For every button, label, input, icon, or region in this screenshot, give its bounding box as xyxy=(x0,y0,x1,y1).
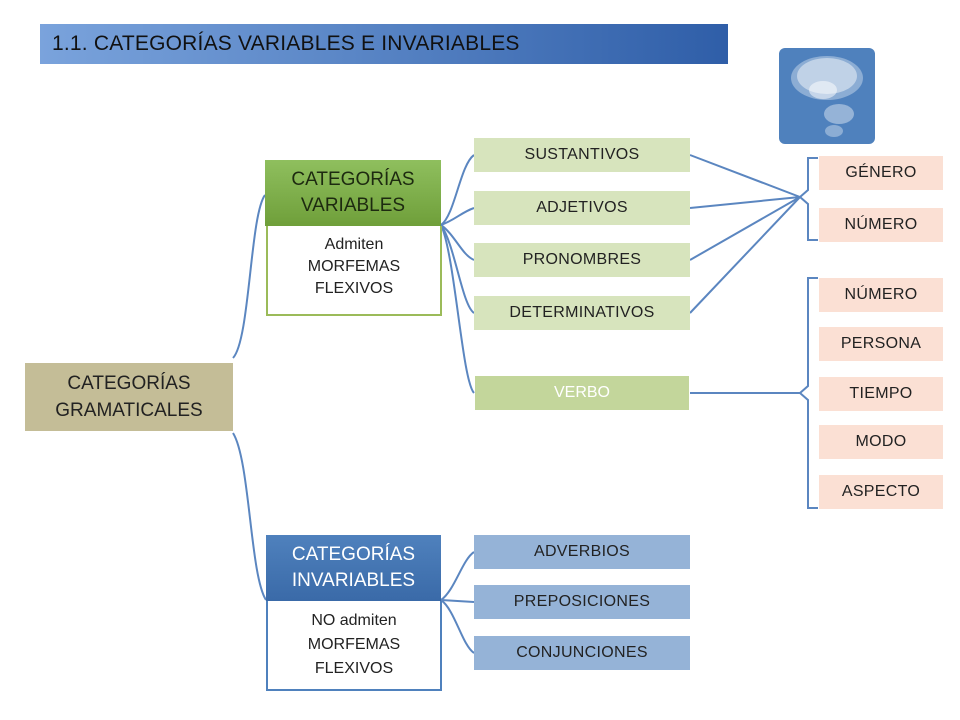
connector-adjetivos-bracket xyxy=(689,196,801,209)
invariables-desc3: FLEXIVOS xyxy=(314,660,394,677)
invariables-desc2: MORFEMAS xyxy=(307,636,401,653)
morpheme-aspecto: ASPECTO xyxy=(819,475,943,509)
connector-root-variables xyxy=(232,194,266,359)
variables-node: CATEGORÍAS VARIABLES xyxy=(265,160,441,226)
morpheme-modo: MODO xyxy=(819,425,943,459)
invariables-line2: INVARIABLES xyxy=(291,570,416,591)
invariables-desc1: NO admiten xyxy=(311,612,397,629)
variables-desc1: Admiten xyxy=(324,236,384,253)
item-determinativos: DETERMINATIVOS xyxy=(474,296,690,330)
connector-var-sustantivos xyxy=(440,154,475,226)
morpheme-persona: PERSONA xyxy=(819,327,943,361)
bracket-verbal xyxy=(798,277,818,509)
item-conjunciones: CONJUNCIONES xyxy=(474,636,690,670)
connector-var-adjetivos xyxy=(440,207,475,226)
connector-var-verbo xyxy=(440,224,475,394)
invariables-line1: CATEGORÍAS xyxy=(291,544,416,565)
root-node: CATEGORÍAS GRAMATICALES xyxy=(25,363,233,431)
item-adjetivos: ADJETIVOS xyxy=(474,191,690,225)
morpheme-genero: GÉNERO xyxy=(819,156,943,190)
bracket-nominal xyxy=(798,157,818,241)
connector-inv-conjunciones xyxy=(440,599,475,654)
variables-desc3: FLEXIVOS xyxy=(314,280,394,297)
speech-bubble-icon xyxy=(779,48,875,144)
connector-var-determinativos xyxy=(440,224,475,314)
invariables-description: NO admiten MORFEMAS FLEXIVOS xyxy=(266,601,442,691)
variables-line2: VARIABLES xyxy=(300,195,406,216)
connector-var-pronombres xyxy=(440,224,475,261)
connector-determinativos-bracket xyxy=(689,196,801,314)
item-adverbios: ADVERBIOS xyxy=(474,535,690,569)
connector-pronombres-bracket xyxy=(689,196,801,261)
root-line2: GRAMATICALES xyxy=(55,400,203,421)
item-verbo: VERBO xyxy=(475,376,689,410)
item-sustantivos: SUSTANTIVOS xyxy=(474,138,690,172)
invariables-node: CATEGORÍAS INVARIABLES xyxy=(266,535,441,601)
item-preposiciones: PREPOSICIONES xyxy=(474,585,690,619)
connector-root-invariables xyxy=(232,432,267,601)
morpheme-tiempo: TIEMPO xyxy=(819,377,943,411)
morpheme-numero-verbal: NÚMERO xyxy=(819,278,943,312)
variables-desc2: MORFEMAS xyxy=(307,258,401,275)
page-title: 1.1. CATEGORÍAS VARIABLES E INVARIABLES xyxy=(40,24,728,64)
item-pronombres: PRONOMBRES xyxy=(474,243,690,277)
root-line1: CATEGORÍAS xyxy=(67,373,191,394)
variables-description: Admiten MORFEMAS FLEXIVOS xyxy=(266,226,442,316)
connector-sustantivos-bracket xyxy=(689,154,801,198)
connector-inv-adverbios xyxy=(440,551,475,601)
connector-inv-preposiciones xyxy=(440,599,475,603)
variables-line1: CATEGORÍAS xyxy=(291,169,415,190)
morpheme-numero-nominal: NÚMERO xyxy=(819,208,943,242)
